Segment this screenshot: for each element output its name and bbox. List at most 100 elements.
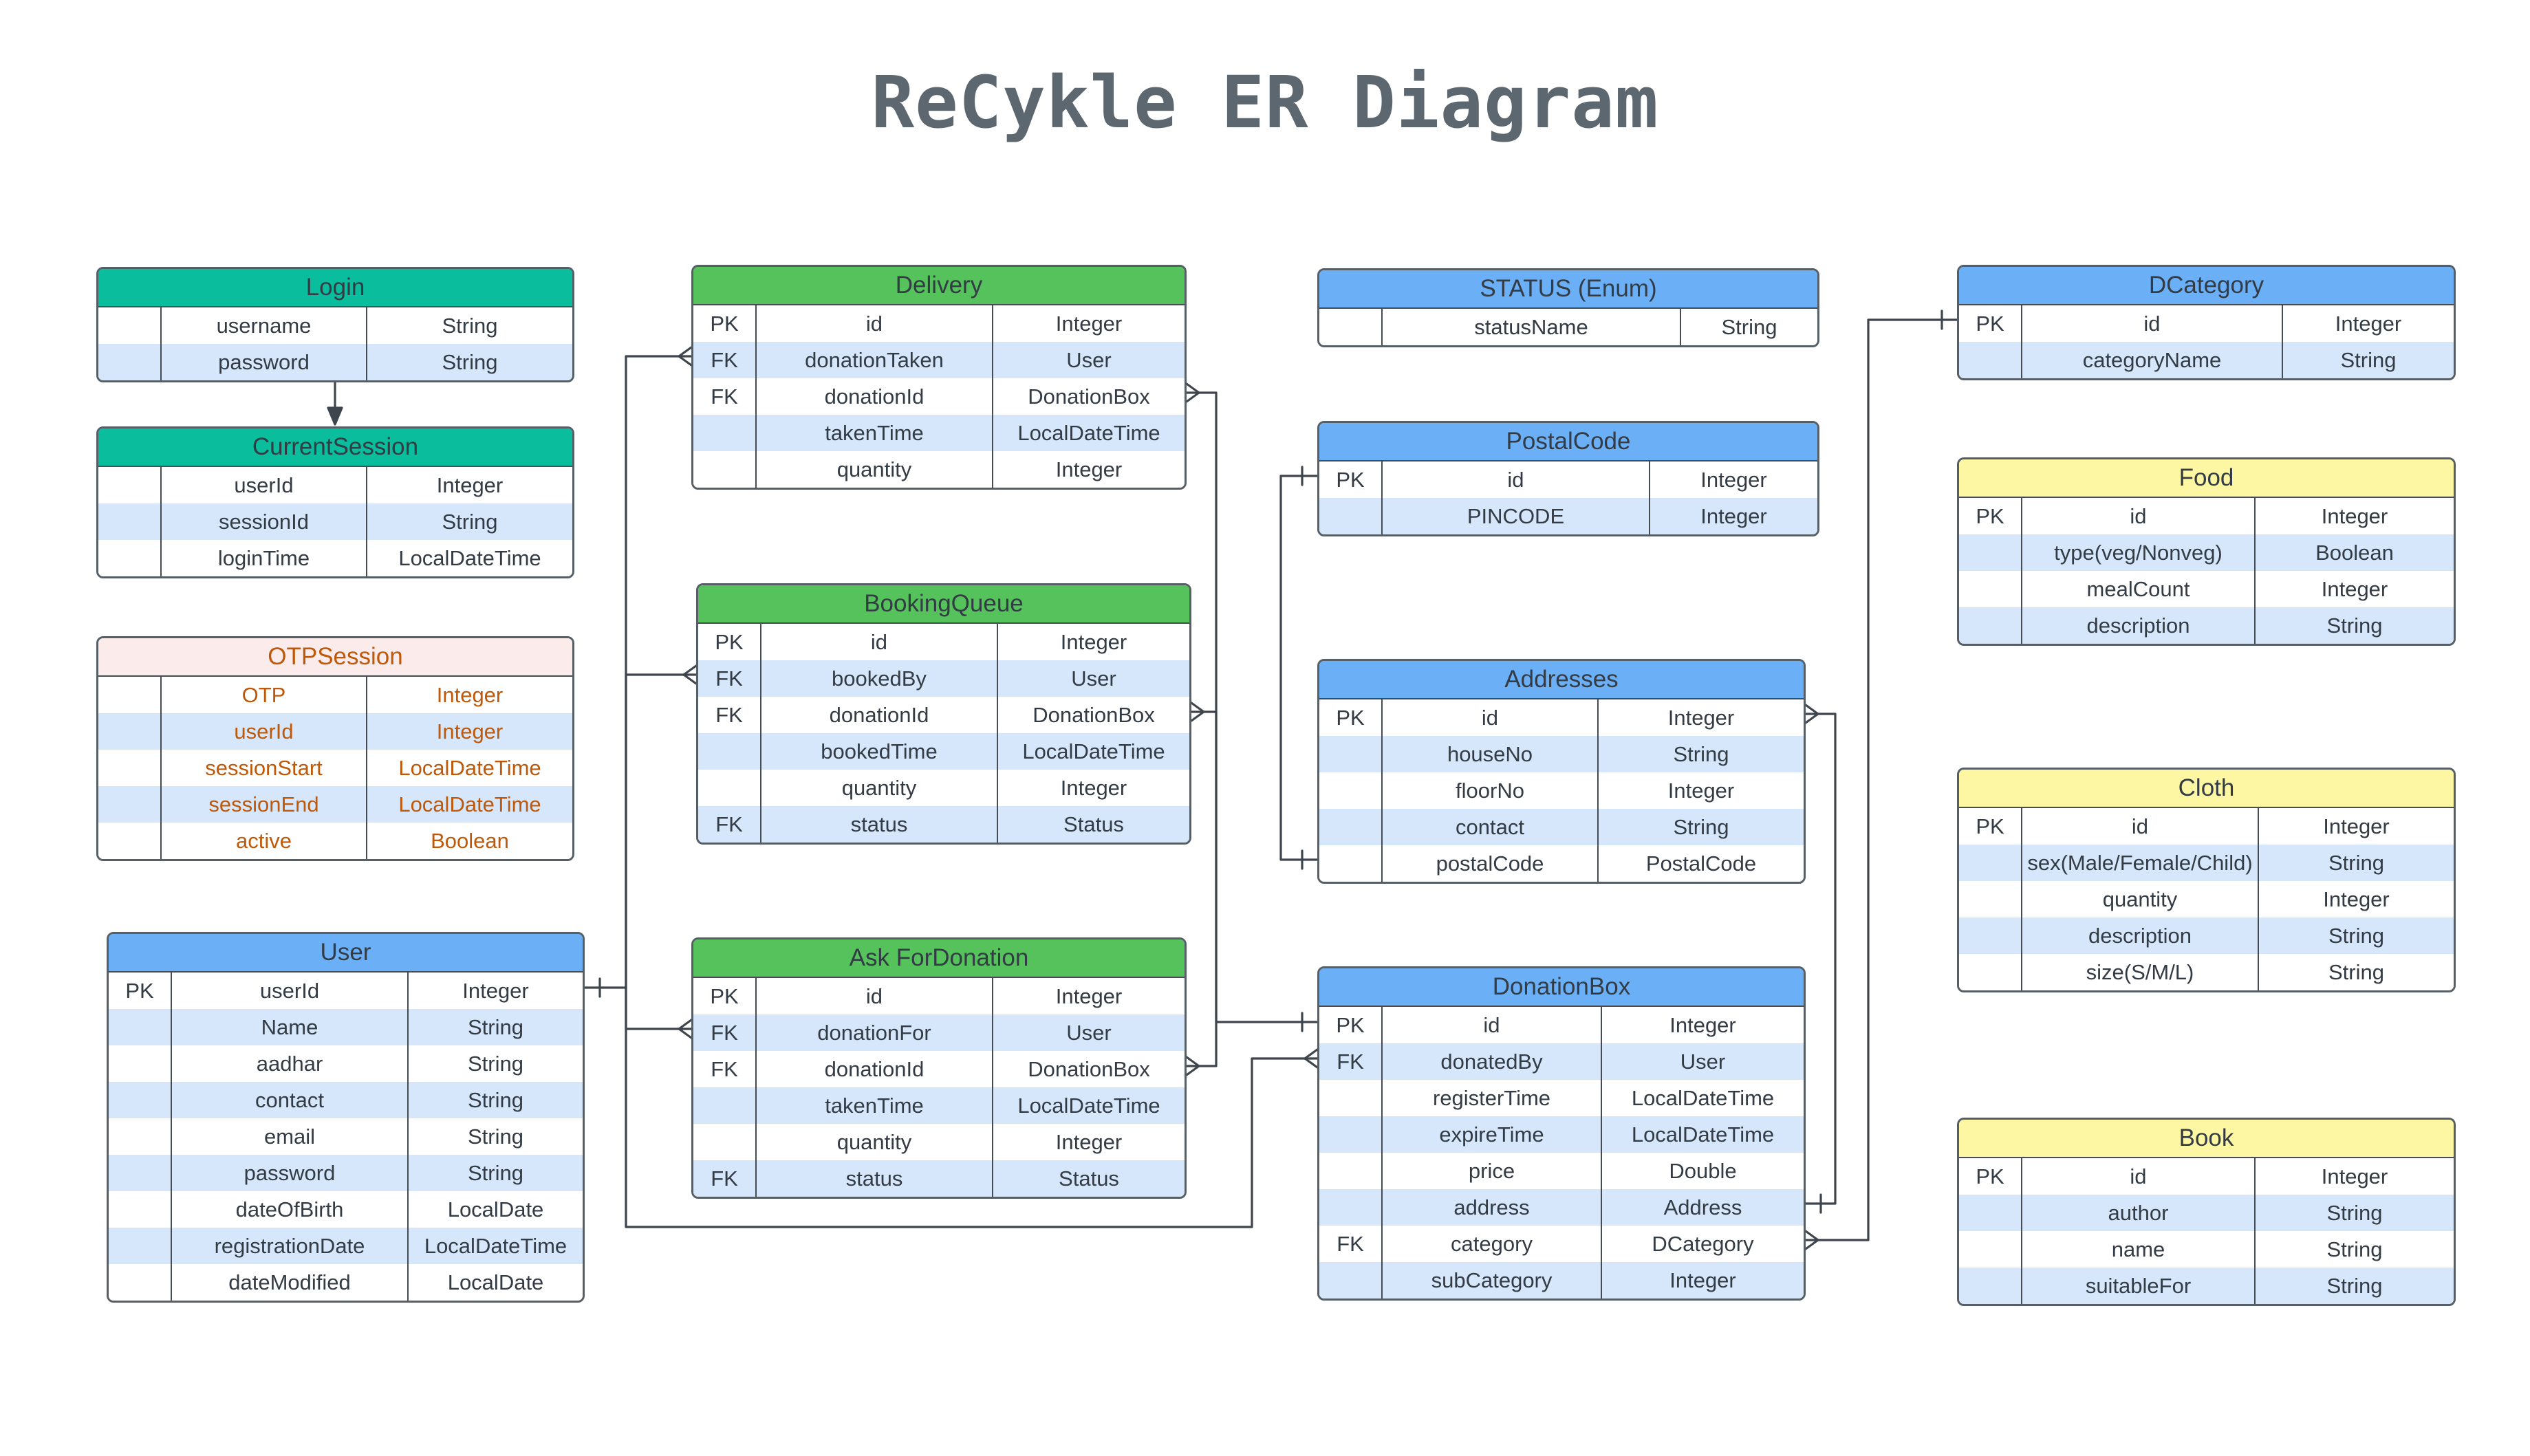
crow-foot-many-icon <box>1804 704 1819 715</box>
field-cell: bookedBy <box>760 660 997 697</box>
key-cell: PK <box>1336 1012 1365 1037</box>
type-cell: DCategory <box>1601 1226 1804 1262</box>
connector-path[interactable] <box>625 986 1306 1228</box>
type-cell: LocalDateTime <box>1601 1116 1804 1153</box>
key-cell <box>1959 881 2021 917</box>
connector-path[interactable] <box>1817 318 1958 1241</box>
type-cell: Integer <box>992 305 1185 342</box>
type-cell: String <box>366 307 572 344</box>
field-cell: donatedBy <box>1381 1043 1601 1080</box>
type-cell: PostalCode <box>1597 845 1804 882</box>
connector-askfordonation-donationid-to-donationbox-id[interactable] <box>1185 1021 1218 1076</box>
type-cell: Status <box>997 806 1189 843</box>
type-cell: Integer <box>1649 461 1817 498</box>
crow-foot-many-icon <box>1190 702 1205 713</box>
field-cell: bookedTime <box>760 733 997 770</box>
type-cell: Integer <box>1649 498 1817 534</box>
field-cell: userId <box>160 467 366 503</box>
entity-title-askfordonation: Ask ForDonation <box>693 939 1185 978</box>
key-cell: PK <box>1976 311 2004 336</box>
key-cell <box>1959 1231 2021 1268</box>
connector-user-userid-to-askfordonation-donationfor[interactable] <box>625 986 693 1039</box>
key-cell: PK <box>1976 503 2004 528</box>
connector-dcategory-id-to-donationbox-category[interactable] <box>1804 309 1958 1250</box>
field-cell: takenTime <box>755 415 992 451</box>
connector-path[interactable] <box>625 673 685 989</box>
key-cell <box>109 1118 171 1155</box>
attribute-row-cloth-sex(Male/Female/Child): sex(Male/Female/Child)String <box>1959 845 2454 881</box>
key-cell <box>1319 1116 1381 1153</box>
connector-addresses-postalcode-to-postalcode-id[interactable] <box>1279 466 1319 870</box>
type-cell: String <box>1680 309 1817 345</box>
connector-bookingqueue-donationid-to-donationbox-id[interactable] <box>1190 702 1218 1023</box>
connector-path[interactable] <box>1198 1021 1218 1067</box>
key-cell <box>98 823 160 859</box>
type-cell: LocalDate <box>407 1264 583 1301</box>
connector-user-userid-to-delivery-donationtaken[interactable] <box>583 346 693 998</box>
field-cell: id <box>2021 808 2258 845</box>
type-cell: Integer <box>2258 881 2454 917</box>
connector-path[interactable] <box>583 355 680 989</box>
field-cell: quantity <box>755 1124 992 1160</box>
entity-title-donationbox: DonationBox <box>1319 968 1804 1007</box>
entity-title-addresses: Addresses <box>1319 661 1804 699</box>
field-cell: sessionStart <box>160 750 366 786</box>
connector-delivery-donationid-to-donationbox-id[interactable] <box>1185 382 1319 1032</box>
connector-path[interactable] <box>1202 710 1218 1023</box>
key-cell <box>693 1087 755 1124</box>
connector-user-userid-to-bookingqueue-bookedby[interactable] <box>625 664 698 989</box>
connector-path[interactable] <box>1804 713 1837 1205</box>
field-cell: dateOfBirth <box>171 1191 407 1228</box>
key-cell: PK <box>1976 1164 2004 1188</box>
type-cell: Integer <box>1601 1262 1804 1299</box>
connector-path[interactable] <box>1198 391 1319 1023</box>
entity-title-bookingqueue: BookingQueue <box>698 585 1189 624</box>
entity-title-food: Food <box>1959 459 2454 498</box>
key-cell <box>109 1082 171 1118</box>
type-cell: LocalDate <box>407 1191 583 1228</box>
crow-foot-many-icon <box>1804 1239 1819 1250</box>
key-cell <box>109 1045 171 1082</box>
field-cell: quantity <box>2021 881 2258 917</box>
field-cell: donationTaken <box>755 342 992 378</box>
key-cell <box>109 1009 171 1045</box>
type-cell: User <box>1601 1043 1804 1080</box>
connector-addresses-id-to-donationbox-address[interactable] <box>1804 704 1837 1214</box>
key-cell <box>1959 845 2021 881</box>
field-cell: sessionId <box>160 503 366 540</box>
connector-login-to-currentsession[interactable] <box>324 377 346 426</box>
connector-path[interactable] <box>1279 475 1319 861</box>
key-cell <box>1959 571 2021 607</box>
connector-user-userid-to-donationbox-donatedby[interactable] <box>625 986 1319 1228</box>
connector-path[interactable] <box>625 986 680 1030</box>
